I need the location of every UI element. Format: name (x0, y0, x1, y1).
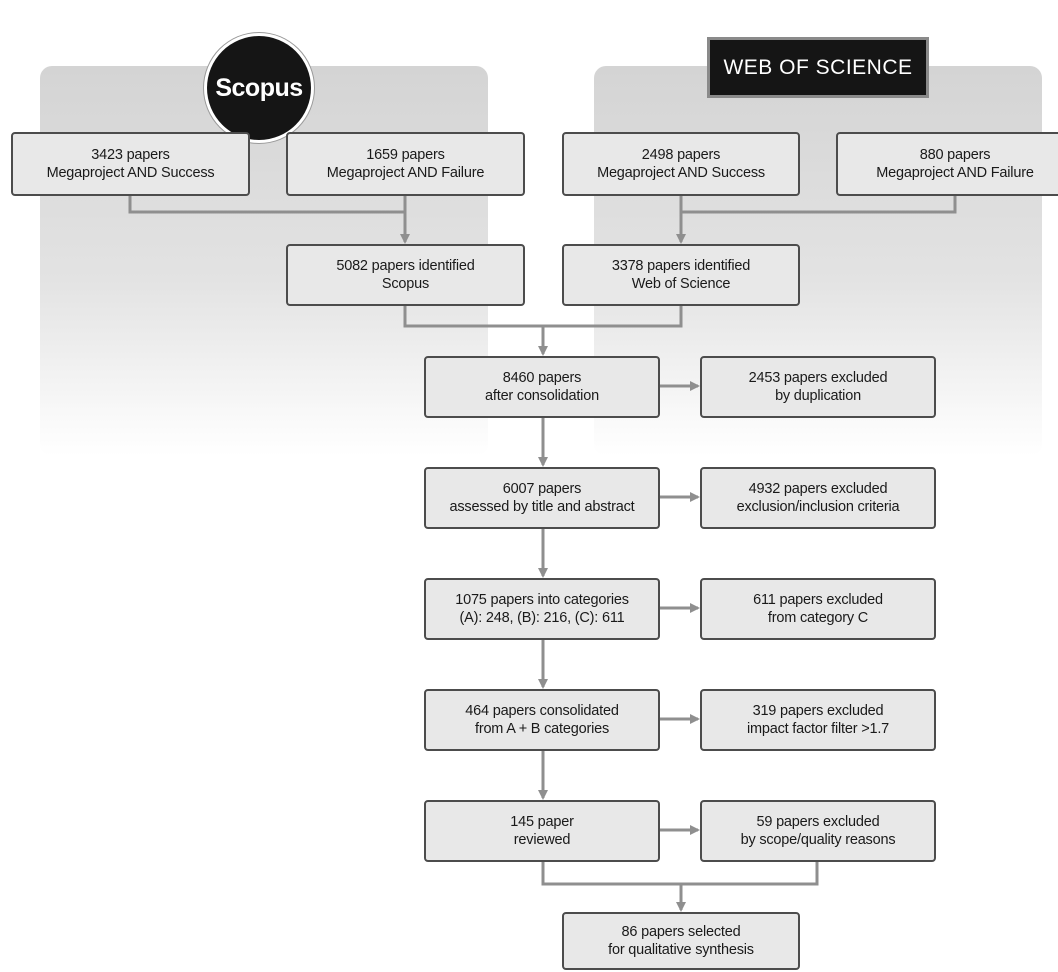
connector-scopus-merge (128, 196, 405, 214)
box-scopus-identified: 5082 papers identified Scopus (286, 244, 525, 306)
connector-identified-merge (403, 306, 683, 328)
box-line-2: Megaproject AND Success (46, 165, 215, 181)
box-line-2: from A + B categories (474, 721, 610, 737)
scopus-logo: Scopus (207, 36, 311, 140)
box-line-1: 1075 papers into categories (455, 592, 629, 608)
box-line-1: 8460 papers (502, 370, 582, 386)
box-criteria-excluded: 4932 papers excluded exclusion/inclusion… (700, 467, 936, 529)
box-line-2: by duplication (775, 388, 861, 404)
box-reviewed: 145 paper reviewed (424, 800, 660, 862)
box-ab-consolidated: 464 papers consolidated from A + B categ… (424, 689, 660, 751)
box-line-2: Megaproject AND Failure (876, 165, 1034, 181)
box-line-2: Scopus (381, 276, 430, 292)
box-scope-excluded: 59 papers excluded by scope/quality reas… (700, 800, 936, 862)
box-line-2: impact factor filter >1.7 (746, 721, 890, 737)
box-category-c-excluded: 611 papers excluded from category C (700, 578, 936, 640)
box-line-1: 3423 papers (91, 147, 170, 163)
box-line-1: 2453 papers excluded (748, 370, 888, 386)
box-scopus-success: 3423 papers Megaproject AND Success (11, 132, 250, 196)
box-consolidation: 8460 papers after consolidation (424, 356, 660, 418)
box-line-1: 59 papers excluded (756, 814, 880, 830)
box-line-2: by scope/quality reasons (740, 832, 896, 848)
box-line-2: after consolidation (485, 388, 599, 404)
box-line-1: 319 papers excluded (752, 703, 884, 719)
box-line-1: 611 papers excluded (753, 592, 883, 608)
box-line-1: 880 papers (919, 147, 991, 163)
box-line-2: for qualitative synthesis (608, 942, 754, 958)
box-line-1: 3378 papers identified (611, 258, 751, 274)
box-duplication-excluded: 2453 papers excluded by duplication (700, 356, 936, 418)
connector-final-merge (541, 862, 819, 886)
box-categories: 1075 papers into categories (A): 248, (B… (424, 578, 660, 640)
box-line-2: assessed by title and abstract (449, 499, 635, 515)
box-line-2: Megaproject AND Failure (326, 165, 485, 181)
web-of-science-logo: WEB OF SCIENCE (707, 37, 929, 98)
box-line-2: (A): 248, (B): 216, (C): 611 (459, 610, 625, 626)
box-line-1: 464 papers consolidated (465, 703, 619, 719)
box-wos-identified: 3378 papers identified Web of Science (562, 244, 800, 306)
box-line-1: 2498 papers (641, 147, 721, 163)
box-line-1: 6007 papers (502, 481, 582, 497)
box-line-1: 5082 papers identified (336, 258, 475, 274)
box-wos-success: 2498 papers Megaproject AND Success (562, 132, 800, 196)
box-selected: 86 papers selected for qualitative synth… (562, 912, 800, 970)
box-impact-excluded: 319 papers excluded impact factor filter… (700, 689, 936, 751)
box-line-2: exclusion/inclusion criteria (736, 499, 900, 515)
box-line-2: from category C (767, 610, 869, 626)
box-title-abstract: 6007 papers assessed by title and abstra… (424, 467, 660, 529)
box-line-1: 86 papers selected (621, 924, 741, 940)
box-line-2: Megaproject AND Success (597, 165, 765, 181)
box-line-2: Web of Science (631, 276, 731, 292)
box-wos-failure: 880 papers Megaproject AND Failure (836, 132, 1058, 196)
connector-wos-merge (681, 196, 957, 214)
box-scopus-failure: 1659 papers Megaproject AND Failure (286, 132, 525, 196)
box-line-1: 145 paper (510, 814, 574, 830)
box-line-2: reviewed (513, 832, 571, 848)
box-line-1: 4932 papers excluded (748, 481, 888, 497)
box-line-1: 1659 papers (366, 147, 445, 163)
